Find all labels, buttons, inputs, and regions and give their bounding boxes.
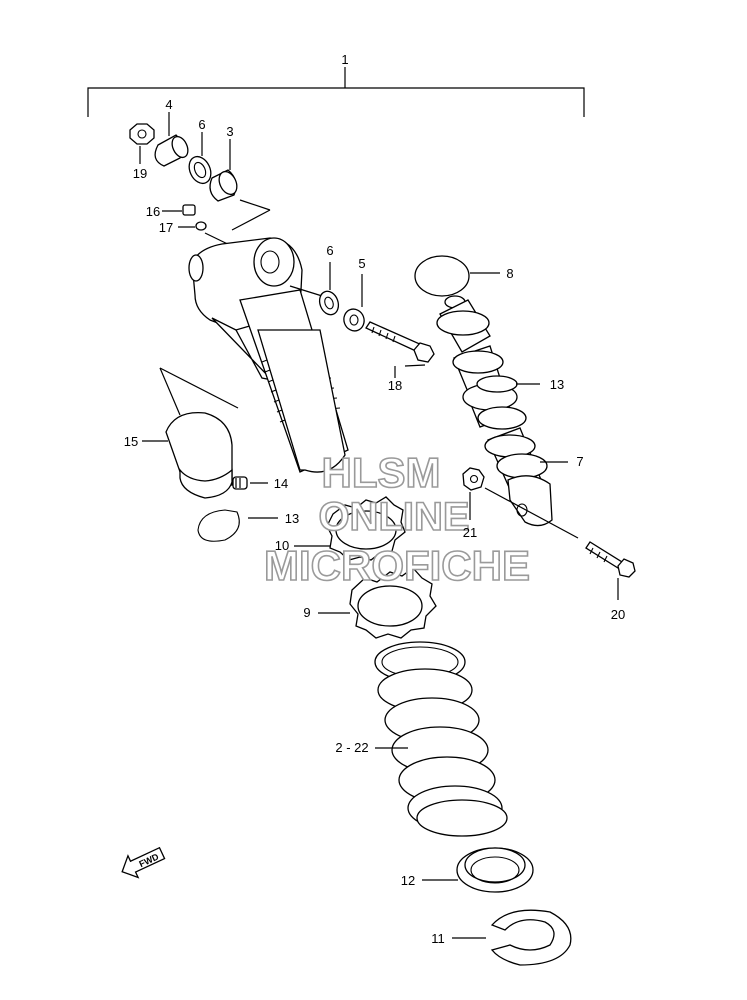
part-5-washer[interactable] bbox=[341, 274, 367, 334]
callout-12[interactable]: 12 bbox=[401, 873, 415, 888]
callout-15[interactable]: 15 bbox=[124, 434, 138, 449]
callout-10[interactable]: 10 bbox=[275, 538, 289, 553]
callout-1[interactable]: 1 bbox=[341, 52, 348, 67]
callout-18[interactable]: 18 bbox=[388, 378, 402, 393]
part-9-adjuster-nut[interactable] bbox=[318, 567, 437, 639]
forward-direction-arrow-icon: FWD bbox=[121, 846, 166, 879]
part-19-nut[interactable] bbox=[129, 123, 155, 164]
part-13-circlip-rod[interactable] bbox=[476, 375, 540, 393]
part-17-oring[interactable] bbox=[178, 221, 207, 231]
callout-8[interactable]: 8 bbox=[506, 266, 513, 281]
part-10-lock-nut[interactable] bbox=[294, 496, 406, 561]
callout-6-right[interactable]: 6 bbox=[326, 243, 333, 258]
part-1-shock-body[interactable] bbox=[188, 199, 349, 473]
callout-21[interactable]: 21 bbox=[463, 525, 477, 540]
callout-3[interactable]: 3 bbox=[226, 124, 233, 139]
part-3-bearing[interactable] bbox=[209, 139, 240, 202]
callout-2-22[interactable]: 2 - 22 bbox=[335, 740, 368, 755]
callout-20[interactable]: 20 bbox=[611, 607, 625, 622]
callout-14[interactable]: 14 bbox=[274, 476, 288, 491]
callout-11[interactable]: 11 bbox=[431, 931, 445, 946]
part-13-circlip-lower[interactable] bbox=[197, 509, 278, 542]
part-15-guide-line-b bbox=[159, 367, 181, 416]
callout-13-rod[interactable]: 13 bbox=[550, 377, 564, 392]
part-16-bolt[interactable] bbox=[162, 204, 196, 216]
bolt-20-guide-line bbox=[484, 487, 579, 539]
part-8-oring[interactable] bbox=[414, 255, 500, 297]
watermark-line-1: HLSM bbox=[322, 449, 441, 496]
part-4-collar[interactable] bbox=[154, 112, 191, 167]
callout-5[interactable]: 5 bbox=[358, 256, 365, 271]
part-14-valve[interactable] bbox=[232, 476, 268, 490]
part-6-seal-right[interactable] bbox=[316, 262, 341, 317]
callout-16[interactable]: 16 bbox=[146, 204, 160, 219]
part-15-guide-line-a bbox=[159, 367, 239, 409]
part-21-nut[interactable] bbox=[462, 467, 485, 520]
part-6-seal-upper[interactable] bbox=[185, 132, 215, 187]
part-15-bladder[interactable] bbox=[142, 411, 233, 499]
callout-4[interactable]: 4 bbox=[165, 97, 172, 112]
callout-9[interactable]: 9 bbox=[303, 605, 310, 620]
callout-17[interactable]: 17 bbox=[159, 220, 173, 235]
callout-19[interactable]: 19 bbox=[133, 166, 147, 181]
watermark: HLSM ONLINE MICROFICHE bbox=[263, 448, 531, 590]
watermark-line-3: MICROFICHE bbox=[264, 542, 530, 589]
part-7-rod-assembly[interactable] bbox=[436, 295, 568, 527]
callout-7[interactable]: 7 bbox=[576, 454, 583, 469]
watermark-line-2: ONLINE bbox=[318, 495, 469, 539]
callout-6-upper[interactable]: 6 bbox=[198, 117, 205, 132]
callout-13-lower[interactable]: 13 bbox=[285, 511, 299, 526]
assembly-bracket bbox=[87, 67, 585, 117]
part-12-spring-seat[interactable] bbox=[422, 847, 534, 893]
part-2-22-spring[interactable] bbox=[374, 641, 508, 837]
callout-labels: 1 4 6 3 19 16 17 6 5 8 18 13 15 7 14 13 … bbox=[124, 52, 625, 946]
part-11-stopper[interactable] bbox=[452, 909, 572, 966]
part-18-bolt[interactable] bbox=[365, 321, 435, 378]
part-20-bolt[interactable] bbox=[585, 541, 636, 600]
